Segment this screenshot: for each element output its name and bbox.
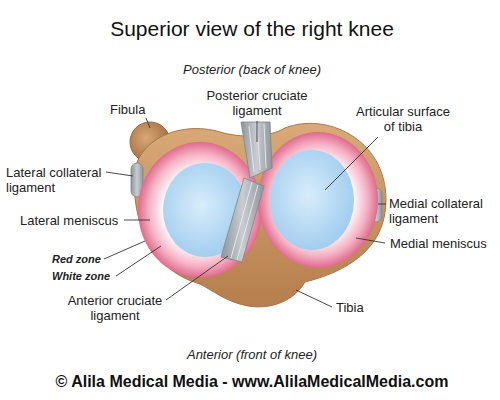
part-label: Posterior cruciate ligament	[197, 88, 317, 118]
credit-watermark: © Alila Medical Media - www.AlilaMedical…	[2, 372, 500, 392]
leader-line	[124, 220, 150, 221]
part-label: Anterior cruciate ligament	[60, 293, 170, 323]
orientation-label: Posterior (back of knee)	[2, 62, 500, 77]
leader-line	[378, 204, 386, 205]
part-label: Tibia	[336, 300, 364, 315]
leader-line	[116, 246, 161, 276]
medial-meniscus	[258, 132, 378, 268]
leader-line	[257, 121, 258, 142]
ligament-fibres	[231, 182, 258, 260]
leader-line	[106, 172, 133, 176]
leader-line	[356, 238, 385, 243]
part-label: Medial meniscus	[390, 236, 487, 251]
leader-line	[325, 137, 378, 190]
orientation-label: Anterior (front of knee)	[2, 347, 500, 362]
part-label: Fibula	[110, 102, 145, 117]
posterior-cruciate-ligament	[241, 122, 272, 178]
anterior-cruciate-ligament	[221, 178, 264, 262]
part-label: Lateral meniscus	[20, 213, 118, 228]
leader-line	[104, 241, 145, 259]
leader-line	[296, 290, 332, 307]
zone-label: White zone	[52, 269, 110, 283]
medial-articular-surface	[270, 150, 354, 250]
ligament-fibres	[249, 124, 266, 172]
diagram-title: Superior view of the right knee	[2, 16, 500, 42]
zone-label: Red zone	[52, 252, 101, 266]
leader-lines	[104, 118, 386, 307]
part-label: Medial collateral ligament	[389, 196, 497, 226]
leader-line	[166, 256, 228, 300]
leader-line	[146, 118, 150, 128]
part-label: Lateral collateral ligament	[6, 165, 118, 195]
part-label: Articular surface of tibia	[350, 104, 456, 134]
